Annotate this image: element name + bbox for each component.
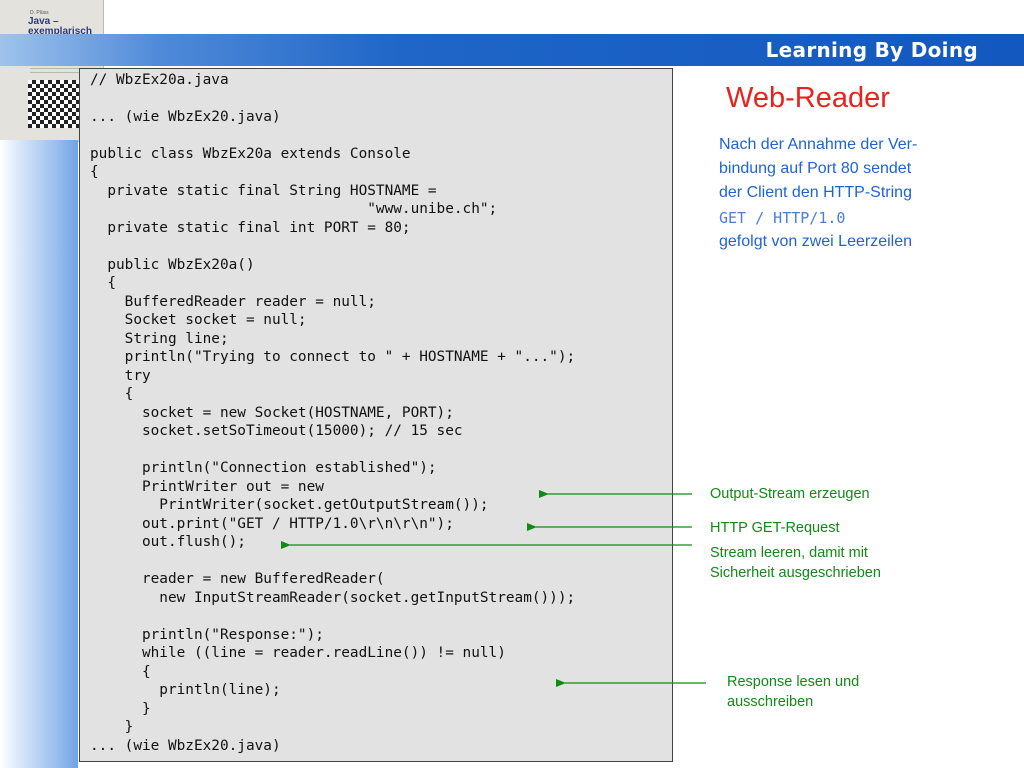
code-line: { xyxy=(90,386,134,402)
description-line: bindung auf Port 80 sendet xyxy=(719,160,912,177)
code-line: socket.setSoTimeout(15000); // 15 sec xyxy=(90,423,463,439)
code-line: { xyxy=(90,275,116,291)
code-line: private static final int PORT = 80; xyxy=(90,220,411,236)
annotation-flush: Stream leeren, damit mit Sicherheit ausg… xyxy=(710,543,881,583)
annotation-line: Output-Stream erzeugen xyxy=(710,486,870,502)
code-line: } xyxy=(90,701,151,717)
annotation-line: Response lesen und xyxy=(727,674,860,690)
description-line: Nach der Annahme der Ver- xyxy=(719,136,918,153)
code-line: } xyxy=(90,719,134,735)
code-line: println(line); xyxy=(90,682,281,698)
code-line: { xyxy=(90,164,99,180)
code-line: PrintWriter(socket.getOutputStream()); xyxy=(90,497,489,513)
code-line: // WbzEx20a.java xyxy=(90,72,229,88)
annotation-response: Response lesen und ausschreiben xyxy=(727,672,859,712)
book-author: D. Plüss xyxy=(30,10,49,16)
annotation-get-request: HTTP GET-Request xyxy=(710,518,839,538)
code-line: out.print("GET / HTTP/1.0\r\n\r\n"); xyxy=(90,516,454,532)
code-line: socket = new Socket(HOSTNAME, PORT); xyxy=(90,405,454,421)
description-line: der Client den HTTP-String xyxy=(719,184,912,201)
book-title: Java – exemplarisch xyxy=(28,16,92,37)
header-title: Learning By Doing xyxy=(765,38,978,62)
code-line: PrintWriter out = new xyxy=(90,479,324,495)
annotation-line: Sicherheit ausgeschrieben xyxy=(710,565,881,581)
code-line: public WbzEx20a() xyxy=(90,257,255,273)
code-line: try xyxy=(90,368,151,384)
annotation-line: HTTP GET-Request xyxy=(710,520,840,536)
code-line: public class WbzEx20a extends Console xyxy=(90,146,411,162)
code-line: new InputStreamReader(socket.getInputStr… xyxy=(90,590,576,606)
code-line: println("Response:"); xyxy=(90,627,324,643)
code-line: println("Connection established"); xyxy=(90,460,437,476)
code-line: ... (wie WbzEx20.java) xyxy=(90,738,281,754)
code-line: String line; xyxy=(90,331,229,347)
code-line: private static final String HOSTNAME = xyxy=(90,183,437,199)
code-line: "www.unibe.ch"; xyxy=(90,201,498,217)
code-line: { xyxy=(90,664,151,680)
code-line: ... (wie WbzEx20.java) xyxy=(90,109,281,125)
checkerboard-graphic xyxy=(28,80,84,128)
annotation-line: ausschreiben xyxy=(727,694,814,710)
code-listing: // WbzEx20a.java ... (wie WbzEx20.java) … xyxy=(79,68,673,762)
annotation-output-stream: Output-Stream erzeugen xyxy=(710,484,870,504)
code-line: out.flush(); xyxy=(90,534,246,550)
code-line: Socket socket = null; xyxy=(90,312,307,328)
header-band xyxy=(0,34,1024,66)
code-line: println("Trying to connect to " + HOSTNA… xyxy=(90,349,576,365)
annotation-line: Stream leeren, damit mit xyxy=(710,545,868,561)
description-code: GET / HTTP/1.0 xyxy=(719,209,846,227)
code-line: while ((line = reader.readLine()) != nul… xyxy=(90,645,506,661)
side-gradient-strip xyxy=(0,140,78,768)
slide-title: Web-Reader xyxy=(726,82,890,114)
code-line: reader = new BufferedReader( xyxy=(90,571,385,587)
code-line: BufferedReader reader = null; xyxy=(90,294,376,310)
description-line: gefolgt von zwei Leerzeilen xyxy=(719,233,913,250)
